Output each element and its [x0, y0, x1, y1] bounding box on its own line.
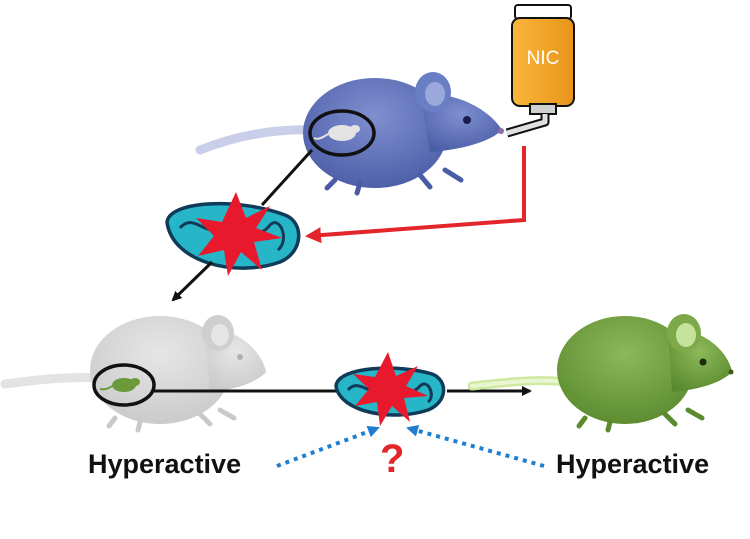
offspring-mouse-eye — [237, 354, 243, 360]
damage-star-icon — [196, 192, 282, 276]
question-mark: ? — [380, 437, 405, 481]
arrow-mother-to-mito — [260, 148, 314, 207]
mother-mouse-eye — [463, 116, 471, 124]
mitochondrion-damaged-top — [165, 192, 301, 276]
grandchild-mouse-eye — [699, 358, 707, 366]
womb-circle-mother — [308, 109, 376, 157]
mother-mouse-legs — [324, 167, 464, 196]
offspring-mouse — [0, 315, 266, 433]
grandchild-mouse-nose — [728, 369, 734, 375]
offspring-mouse-body — [90, 316, 230, 424]
hyperactive-label-left: Hyperactive — [88, 449, 242, 479]
mother-mouse-tail — [195, 125, 323, 155]
offspring-mouse-legs — [106, 407, 237, 433]
embryo-mouse-green-icon — [99, 378, 140, 392]
offspring-mouse-tail — [0, 372, 110, 389]
arrow-mito-to-offspring — [171, 260, 214, 302]
mother-mouse-nose — [498, 128, 504, 134]
mother-mouse-ear-inner — [425, 82, 445, 106]
question-arrow-right — [406, 424, 545, 468]
nicotine-exposure-arrow — [305, 146, 526, 244]
nic-bottle-neck — [529, 103, 557, 115]
grandchild-mouse-legs — [576, 407, 705, 433]
question-arrow-left — [276, 425, 380, 468]
embryo-mouse-gray-icon — [313, 125, 360, 141]
grandchild-mouse — [467, 314, 734, 433]
mitochondrion-damaged-bottom — [334, 352, 446, 426]
nic-bottle-cap — [514, 4, 572, 20]
womb-circle-offspring — [92, 363, 156, 407]
hyperactive-label-right: Hyperactive — [556, 449, 710, 479]
nic-bottle-label: NIC — [527, 48, 560, 69]
grandchild-mouse-body — [557, 316, 693, 424]
nic-bottle: NIC — [505, 4, 575, 138]
damage-star-icon-2 — [353, 352, 428, 426]
mother-mouse — [195, 72, 504, 196]
